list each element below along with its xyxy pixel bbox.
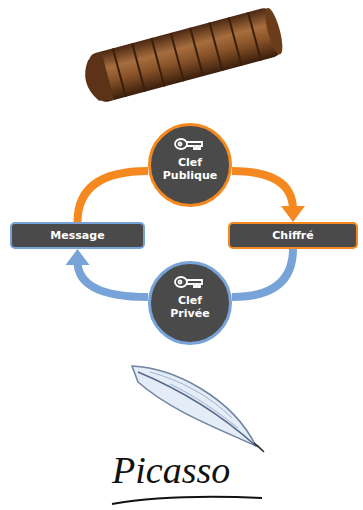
node-label: Chiffré <box>272 229 313 242</box>
key-icon <box>175 139 202 149</box>
key-circle: Clef Privée <box>148 261 232 345</box>
cryptex-end <box>262 6 286 55</box>
quill-shaft <box>138 372 256 446</box>
signature-swoosh <box>112 497 262 504</box>
cryptex-picture <box>80 5 287 105</box>
quill-feather <box>132 366 256 446</box>
cryptex-rings <box>113 12 261 97</box>
arrow-head <box>66 249 90 265</box>
node-label: Message <box>50 229 104 242</box>
cryptex-wrap <box>80 52 115 106</box>
arrow-head <box>281 206 305 222</box>
cycle-arc <box>232 171 293 210</box>
process-box: Chiffré <box>228 222 358 249</box>
cycle-arc <box>232 249 293 297</box>
cycle-arc <box>78 171 149 222</box>
cryptex-body <box>87 6 283 103</box>
quill-nib <box>254 443 264 452</box>
key-circle: Clef Publique <box>148 123 232 207</box>
process-box: Message <box>10 222 145 249</box>
node-label: Clef Publique <box>159 123 221 182</box>
cycle-arc <box>78 261 149 297</box>
quill-picture <box>132 366 264 452</box>
node-label: Clef Privée <box>159 261 221 320</box>
key-icon <box>175 277 202 287</box>
signature: Picasso <box>112 448 230 492</box>
